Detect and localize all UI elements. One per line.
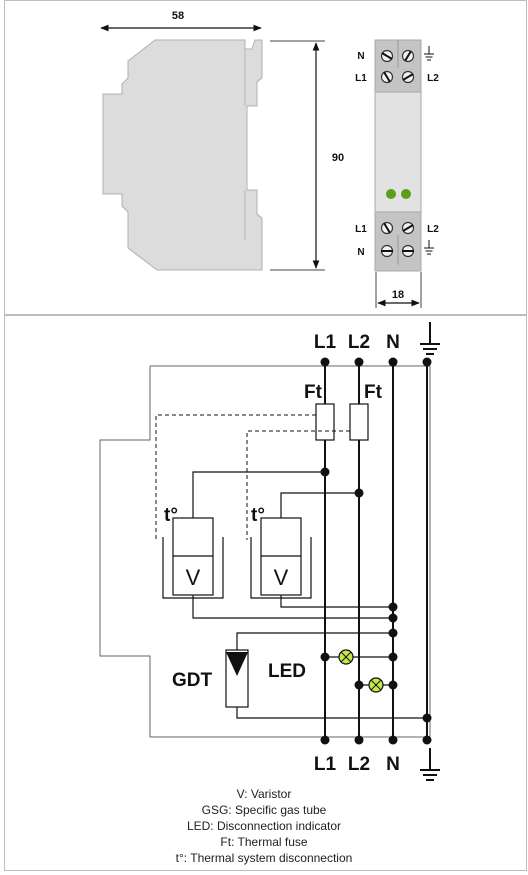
ground-icon	[424, 240, 434, 255]
fuse-label-1: Ft	[304, 382, 323, 403]
fuse-label-2: Ft	[364, 382, 383, 403]
thermal-label-1: t°	[164, 505, 178, 526]
schematic-label-l1-bottom: L1	[314, 754, 337, 775]
height-dimension-label: 90	[332, 152, 344, 164]
legend-item: GSG: Specific gas tube	[202, 803, 327, 817]
led-icon	[338, 649, 354, 665]
thermal-label-2: t°	[251, 505, 265, 526]
legend-item: V: Varistor	[237, 787, 292, 801]
schematic-label-l2-top: L2	[348, 332, 370, 353]
width-dimension-label: 58	[172, 10, 184, 22]
screw-icon	[401, 49, 415, 63]
bottom-panel-border	[4, 315, 527, 871]
screw-icon	[401, 244, 415, 258]
terminal-label-n-bottom: N	[357, 247, 364, 258]
legend-item: LED: Disconnection indicator	[187, 819, 341, 833]
led-indicator-1	[386, 189, 396, 199]
junction-dots	[320, 357, 432, 745]
led-label: LED	[268, 661, 306, 682]
schematic-label-l2-bottom: L2	[348, 754, 370, 775]
led-indicator-2	[401, 189, 411, 199]
terminal-label-l1-bottom: L1	[355, 224, 367, 235]
legend: V: Varistor GSG: Specific gas tube LED: …	[176, 787, 353, 865]
screw-icon	[380, 70, 394, 84]
schematic-label-l1-top: L1	[314, 332, 337, 353]
screw-icon	[380, 244, 394, 258]
gdt-label: GDT	[172, 670, 213, 691]
terminal-label-l2-top: L2	[427, 73, 439, 84]
screw-icon	[401, 70, 415, 84]
ground-icon	[420, 322, 440, 355]
screw-icon	[380, 221, 394, 235]
varistor-label-1: V	[186, 565, 201, 590]
front-view	[374, 39, 422, 272]
legend-item: t°: Thermal system disconnection	[176, 851, 353, 865]
schematic-label-n-bottom: N	[386, 754, 400, 775]
side-view	[102, 39, 263, 271]
led-icon	[368, 677, 384, 693]
legend-item: Ft: Thermal fuse	[220, 835, 307, 849]
schematic	[99, 362, 431, 740]
ground-icon	[424, 46, 434, 61]
module-dimension-label: 18	[392, 289, 404, 301]
terminal-label-l2-bottom: L2	[427, 224, 439, 235]
schematic-label-n-top: N	[386, 332, 400, 353]
terminal-label-l1-top: L1	[355, 73, 367, 84]
terminal-label-n-top: N	[357, 51, 364, 62]
gdt-symbol	[226, 652, 248, 676]
ground-icon	[420, 748, 440, 781]
varistor-label-2: V	[274, 565, 289, 590]
top-panel-border	[4, 0, 527, 315]
screw-icon	[380, 49, 394, 63]
screw-icon	[401, 221, 415, 235]
